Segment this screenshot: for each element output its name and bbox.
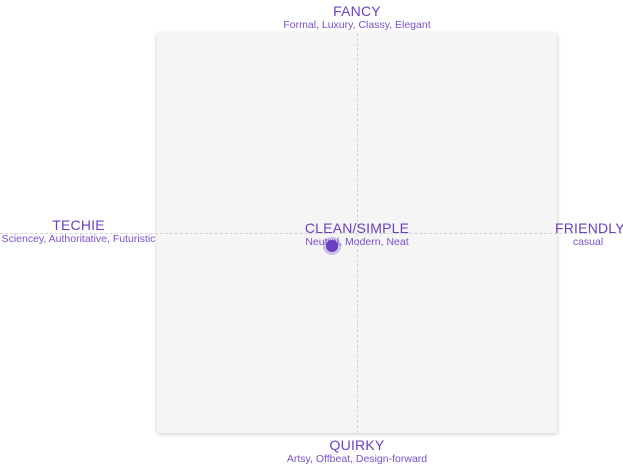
center-label: CLEAN/SIMPLE Neutral, Modern, Neat bbox=[282, 220, 432, 249]
quadrant-panel[interactable] bbox=[0, 33, 622, 433]
bottom-axis-subtitle: Artsy, Offbeat, Design-forward bbox=[286, 453, 428, 465]
center-subtitle: Neutral, Modern, Neat bbox=[305, 236, 409, 248]
top-axis-label: FANCY Formal, Luxury, Classy, Elegant bbox=[257, 3, 457, 32]
left-axis-title: TECHIE bbox=[52, 217, 105, 233]
left-axis-label: TECHIE Sciencey, Authoritative, Futurist… bbox=[0, 217, 157, 246]
top-axis-title: FANCY bbox=[333, 3, 381, 19]
horizontal-axis-line bbox=[0, 233, 622, 234]
right-axis-label: FRIENDLY casual bbox=[555, 220, 623, 249]
center-title: CLEAN/SIMPLE bbox=[304, 220, 410, 236]
bottom-axis-title: QUIRKY bbox=[329, 437, 385, 453]
top-axis-subtitle: Formal, Luxury, Classy, Elegant bbox=[283, 19, 431, 31]
left-axis-subtitle: Sciencey, Authoritative, Futuristic bbox=[1, 233, 156, 245]
position-marker[interactable] bbox=[326, 240, 338, 252]
bottom-axis-label: QUIRKY Artsy, Offbeat, Design-forward bbox=[257, 437, 457, 466]
right-axis-title: FRIENDLY bbox=[555, 220, 623, 236]
right-axis-subtitle: casual bbox=[572, 236, 604, 248]
